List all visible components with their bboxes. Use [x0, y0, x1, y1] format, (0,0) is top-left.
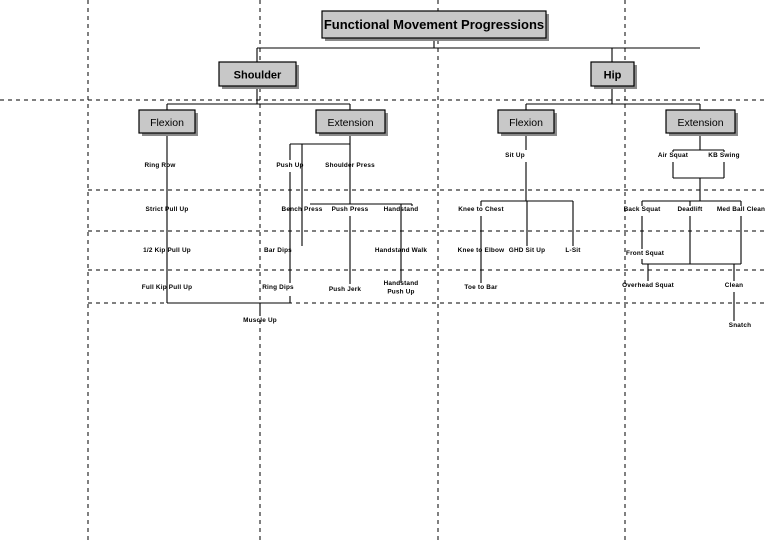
exercise-label-push-up: Push Up [276, 162, 303, 169]
exercise-label-kb-swing: KB Swing [708, 152, 739, 159]
conn-hf-split [480, 200, 574, 246]
exercise-label-clean: Clean [725, 282, 743, 289]
branch-box-hip-rect[interactable] [590, 61, 635, 87]
conn-he-split [641, 200, 742, 206]
conn-shoulder-down [166, 86, 351, 110]
exercise-label-bar-dips: Bar Dips [264, 247, 292, 254]
conn-title-to-shoulder [256, 38, 700, 62]
conn-he-bottom-bar [641, 259, 741, 281]
branch-box-shoulder-label: Shoulder [234, 70, 282, 82]
exercise-label-muscle-up: Muscle Up [243, 317, 277, 324]
exercise-label-knee-to-elbow: Knee to Elbow [458, 247, 505, 254]
category-box-hip-extension-rect[interactable] [665, 109, 736, 134]
category-box-shoulder-flexion-rect[interactable] [138, 109, 196, 134]
title-box-rect[interactable] [321, 10, 547, 39]
branch-box-shoulder[interactable]: Shoulder [218, 61, 299, 89]
category-box-hip-flexion-rect[interactable] [497, 109, 555, 134]
title-box-label: Functional Movement Progressions [324, 17, 544, 32]
exercise-label-front-squat: Front Squat [626, 250, 665, 257]
exercise-label-full-kip-pull-up: Full Kip Pull Up [142, 284, 192, 291]
exercise-label-handstand: Handstand [384, 206, 419, 213]
exercise-label-handstand-walk: Handstand Walk [375, 247, 428, 254]
category-box-hip-extension[interactable]: Extension [665, 109, 738, 136]
branch-box-hip-label: Hip [604, 70, 622, 82]
exercise-label-bench-press: Bench Press [282, 206, 323, 213]
category-box-shoulder-flexion[interactable]: Flexion [138, 109, 198, 136]
category-box-shoulder-extension[interactable]: Extension [315, 109, 388, 136]
exercise-label-toe-to-bar: Toe to Bar [464, 284, 497, 291]
node-boxes-layer: Functional Movement ProgressionsShoulder… [138, 10, 738, 136]
exercise-label-knee-to-chest: Knee to Chest [458, 206, 504, 213]
category-box-hip-flexion[interactable]: Flexion [497, 109, 557, 136]
exercise-label-ring-dips: Ring Dips [262, 284, 294, 291]
title-box[interactable]: Functional Movement Progressions [321, 10, 549, 41]
exercise-label-sit-up: Sit Up [505, 152, 525, 159]
conn-muscle-up [166, 296, 291, 316]
conn-he-head [672, 133, 725, 152]
exercise-label-shoulder-press: Shoulder Press [325, 162, 375, 169]
exercise-label-deadlift: Deadlift [677, 206, 703, 213]
category-box-shoulder-extension-rect[interactable] [315, 109, 386, 134]
category-box-shoulder-extension-label: Extension [327, 117, 373, 129]
exercise-label-push-press: Push Press [332, 206, 369, 213]
exercise-label-l-sit: L-Sit [565, 247, 581, 254]
exercise-label-ring-row: Ring Row [144, 162, 175, 169]
conn-se-head [289, 133, 351, 160]
exercise-label-back-squat: Back Squat [624, 206, 661, 213]
exercise-label-air-squat: Air Squat [658, 152, 689, 159]
exercise-label-med-ball-clean: Med Ball Clean [717, 206, 765, 213]
category-box-hip-extension-label: Extension [677, 117, 723, 129]
category-box-shoulder-flexion-label: Flexion [150, 117, 184, 129]
conn-push-press [310, 144, 413, 206]
conn-he-merge [672, 162, 725, 201]
branch-box-shoulder-rect[interactable] [218, 61, 297, 87]
conn-hip-down [525, 86, 701, 110]
exercise-label-ghd-sit-up: GHD Sit Up [509, 247, 545, 254]
exercise-label-overhead-squat: Overhead Squat [622, 282, 674, 289]
branch-box-hip[interactable]: Hip [590, 61, 637, 89]
exercise-label-half-kip-pull-up: 1/2 Kip Pull Up [143, 247, 191, 254]
exercise-label-snatch: Snatch [729, 322, 752, 329]
exercise-label-push-jerk: Push Jerk [329, 286, 362, 293]
exercise-label-strict-pull-up: Strict Pull Up [146, 206, 189, 213]
category-box-hip-flexion-label: Flexion [509, 117, 543, 129]
